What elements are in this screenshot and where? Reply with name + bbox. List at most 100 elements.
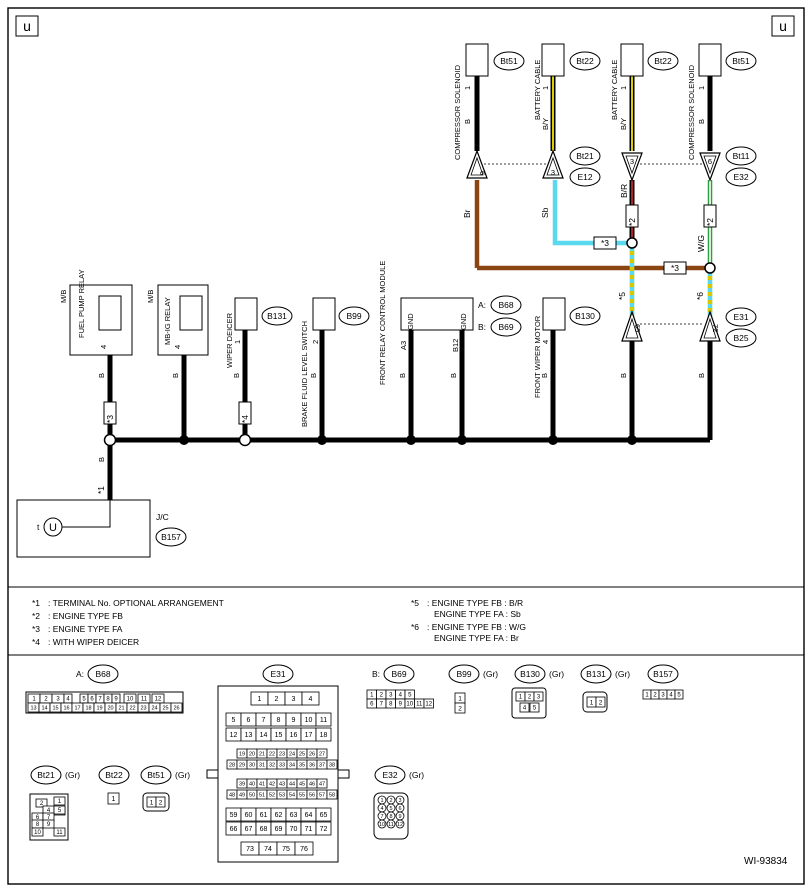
svg-text:*3: *3 xyxy=(671,263,679,273)
e31-pin-11: 11 xyxy=(320,717,327,724)
b68-pin-9: 9 xyxy=(114,697,118,703)
conn-bt22-left xyxy=(569,51,601,71)
e31-pin-67: 67 xyxy=(245,826,253,833)
bt21-pin-9: 9 xyxy=(47,822,51,828)
svg-text:B99: B99 xyxy=(346,311,361,321)
e32-pin-10-cell xyxy=(377,819,387,829)
svg-text:B130: B130 xyxy=(575,311,595,321)
front-relay-control-module: FRONT RELAY CONTROL MODULE GND GND A3 B1… xyxy=(378,261,522,385)
b68-pin-24: 24 xyxy=(151,705,157,711)
b-label-2: B xyxy=(171,373,180,378)
b-label-8: B xyxy=(619,373,628,378)
connector-arrow-pin6-left: 6 xyxy=(466,149,488,179)
conn-bt51-left-text: Bt51 xyxy=(500,56,518,66)
battery-cable-1-pin: 1 xyxy=(541,86,550,90)
e31-pin-66: 66 xyxy=(230,826,238,833)
brake-fluid-switch-name: BRAKE FLUID LEVEL SWITCH xyxy=(300,321,309,427)
b157-pin-1: 1 xyxy=(645,693,649,699)
e31-pin-48: 48 xyxy=(229,792,235,798)
e31-pin-45: 45 xyxy=(299,781,305,787)
svg-text:M/B: M/B xyxy=(146,290,155,303)
svg-text:4: 4 xyxy=(173,345,182,349)
svg-text:*4: *4 xyxy=(240,415,250,423)
joint-connector: U t J/C B157 xyxy=(16,499,187,558)
e31-pin-58: 58 xyxy=(329,792,335,798)
star-label-1: *1 xyxy=(96,486,106,494)
svg-text:*1: *1 xyxy=(32,598,40,608)
splice-2 xyxy=(179,435,189,445)
bt51-pin-2-cell xyxy=(155,796,166,808)
splice-3 xyxy=(238,433,252,447)
bt21-pin-5-cell xyxy=(53,805,66,815)
b130-pin-4: 4 xyxy=(523,706,527,712)
bt21-pin-10-cell xyxy=(31,827,44,837)
svg-text:(Gr): (Gr) xyxy=(615,669,630,679)
e32-pin-10: 10 xyxy=(379,822,385,828)
svg-text:: ENGINE TYPE FA: : ENGINE TYPE FA xyxy=(48,624,123,634)
svg-text:B69: B69 xyxy=(391,669,406,679)
b68-pin-18: 18 xyxy=(85,705,91,711)
e31-pin-76: 76 xyxy=(300,846,308,853)
b68-pin-7: 7 xyxy=(98,697,102,703)
e32-pin-11: 11 xyxy=(388,822,394,828)
svg-text:*6: *6 xyxy=(411,622,419,632)
e31-pin-72-cell xyxy=(315,821,332,836)
battery-cable-1-name: BATTERY CABLE xyxy=(533,60,542,120)
corner-mark-left xyxy=(15,15,39,37)
svg-text:*4: *4 xyxy=(32,637,40,647)
svg-text:*3: *3 xyxy=(105,415,115,423)
bt51-pin-1: 1 xyxy=(150,799,154,806)
b99-pin-1: 1 xyxy=(458,695,462,702)
e32-pin-5: 5 xyxy=(389,806,392,812)
svg-text:*2: *2 xyxy=(32,611,40,621)
e31-pin-60: 60 xyxy=(245,812,253,819)
b-label-4: B xyxy=(309,373,318,378)
comp-sol-left-name: COMPRESSOR SOLENOID xyxy=(453,64,462,160)
svg-text:A:: A: xyxy=(76,669,84,679)
e31-pin-28: 28 xyxy=(229,762,235,768)
b99-pin-2: 2 xyxy=(458,705,462,712)
e31-pin-51: 51 xyxy=(259,792,265,798)
conn-e12-text: E12 xyxy=(577,172,592,182)
e31-pin-1: 1 xyxy=(258,696,262,703)
bt21-pin-7: 7 xyxy=(47,815,51,821)
splice-4 xyxy=(317,435,327,445)
e31-pin-32: 32 xyxy=(269,762,275,768)
b-label-5: B xyxy=(398,373,407,378)
b68-pin-17: 17 xyxy=(74,705,80,711)
e31-pin-20: 20 xyxy=(249,751,255,757)
e31-pin-42: 42 xyxy=(269,781,275,787)
b130-pin-3: 3 xyxy=(537,695,541,701)
svg-text:: ENGINE TYPE FB: : ENGINE TYPE FB xyxy=(48,611,123,621)
bt21-pin-2-cell xyxy=(35,798,48,808)
svg-text:1: 1 xyxy=(233,340,242,344)
e31-pin-34: 34 xyxy=(289,762,295,768)
e31-pin-43: 43 xyxy=(279,781,285,787)
e31-pin-27-cell xyxy=(316,748,328,759)
conn-bt51-left xyxy=(493,51,525,71)
e31-pin-6: 6 xyxy=(247,717,251,724)
e31-pin-57: 57 xyxy=(319,792,325,798)
e31-pin-7: 7 xyxy=(262,717,266,724)
comp-sol-right-pin: 1 xyxy=(697,86,706,90)
e31-pin-36: 36 xyxy=(309,762,315,768)
conn-bt11 xyxy=(725,146,757,166)
e31-pin-29: 29 xyxy=(239,762,245,768)
b68-pin-26-cell xyxy=(170,702,183,713)
svg-text:*2: *2 xyxy=(705,218,715,226)
e31-pin-5: 5 xyxy=(232,717,236,724)
e32-pin-8: 8 xyxy=(389,814,392,820)
svg-text:2: 2 xyxy=(311,340,320,344)
e31-pin-64: 64 xyxy=(305,812,313,819)
wire-label-sb: Sb xyxy=(540,207,550,218)
e32-pin-9: 9 xyxy=(398,814,401,820)
b-label-7: B xyxy=(540,373,549,378)
battery-cable-1: BATTERY CABLE B/Y 1 xyxy=(533,43,565,130)
comp-sol-left-pin: 1 xyxy=(463,86,472,90)
doc-id: WI-93834 xyxy=(744,856,788,867)
